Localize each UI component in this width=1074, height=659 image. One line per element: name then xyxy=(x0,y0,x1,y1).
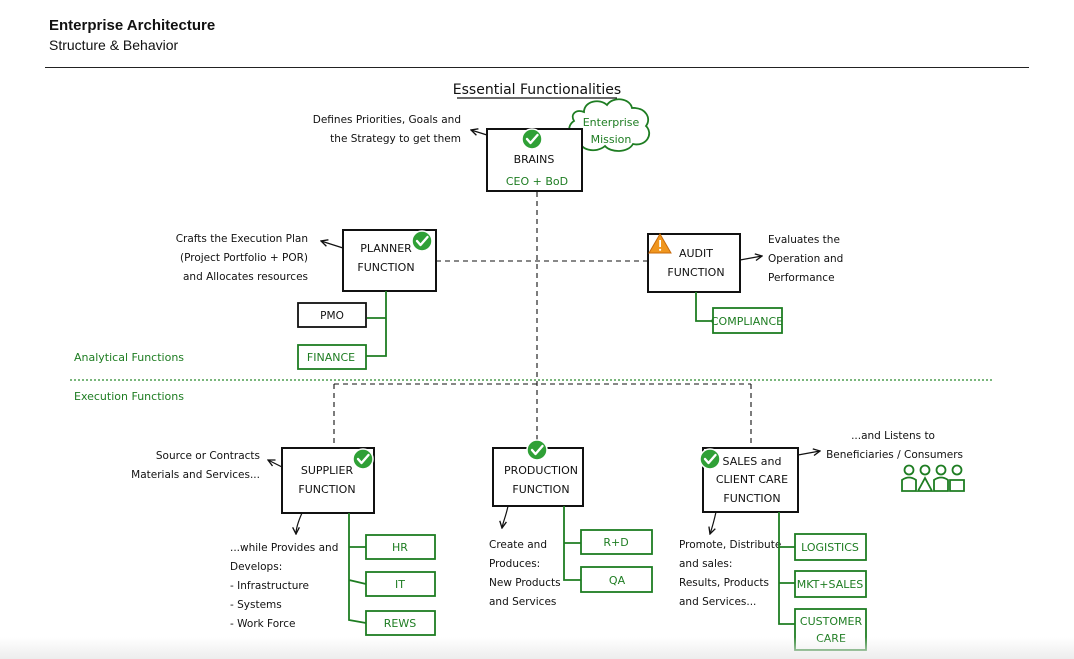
brains-label: BRAINS xyxy=(514,153,555,166)
finance-label: FINANCE xyxy=(307,351,355,364)
supplier-below-line5: - Work Force xyxy=(230,618,295,630)
brains-arrow xyxy=(471,130,488,135)
sales-below-line2: and sales: xyxy=(679,558,732,570)
sales-arrow xyxy=(797,451,820,455)
compliance-box xyxy=(712,307,783,334)
logistics-label: LOGISTICS xyxy=(801,541,859,554)
supplier-line1: SUPPLIER xyxy=(301,464,354,477)
audit-tree xyxy=(695,292,713,322)
dashed-connectors xyxy=(333,192,752,447)
hr-label: HR xyxy=(392,541,408,554)
cloud-line1: Enterprise xyxy=(583,116,640,129)
cloud-line2: Mission xyxy=(591,133,632,146)
bottom-fade xyxy=(0,637,1074,659)
production-below-line2: Produces: xyxy=(489,558,540,570)
sales-down-arrow xyxy=(710,511,717,534)
brains-box: BRAINS CEO + BoD xyxy=(486,127,583,192)
planner-note-line3: and Allocates resources xyxy=(183,271,308,283)
sales-line3: FUNCTION xyxy=(723,492,780,505)
it-box xyxy=(365,571,436,597)
diagram-title: Essential Functionalities xyxy=(453,82,621,98)
supplier-function-box: SUPPLIER FUNCTION xyxy=(281,447,375,514)
pmo-label: PMO xyxy=(320,310,344,322)
analytical-functions-label: Analytical Functions xyxy=(74,351,184,364)
production-tree xyxy=(563,506,581,581)
supplier-below-line4: - Systems xyxy=(230,599,282,611)
supplier-line2: FUNCTION xyxy=(298,483,355,496)
brains-sub: CEO + BoD xyxy=(506,175,568,188)
people-group-icon xyxy=(901,464,965,492)
planner-arrow xyxy=(321,241,344,249)
sales-line2: CLIENT CARE xyxy=(716,473,788,486)
audit-function-box: AUDIT FUNCTION xyxy=(647,233,741,293)
finance-box xyxy=(297,344,367,370)
audit-arrow xyxy=(739,256,762,260)
sales-tree xyxy=(778,512,795,625)
sales-note-line1: ...and Listens to xyxy=(851,430,935,442)
execution-functions-label: Execution Functions xyxy=(74,390,184,403)
sales-below-line3: Results, Products xyxy=(679,577,769,589)
audit-line2: FUNCTION xyxy=(667,266,724,279)
supplier-arrow xyxy=(268,460,283,468)
supplier-tree xyxy=(348,513,367,624)
rews-box xyxy=(365,610,436,636)
rd-box xyxy=(580,529,653,555)
production-below-line3: New Products xyxy=(489,577,561,589)
hr-box xyxy=(365,534,436,560)
audit-note-line2: Operation and xyxy=(768,253,843,265)
brains-note-line1: Defines Priorities, Goals and xyxy=(313,114,461,126)
qa-box xyxy=(580,566,653,593)
planner-line1: PLANNER xyxy=(360,242,412,255)
production-down-arrow xyxy=(502,505,509,528)
enterprise-mission-cloud: Enterprise Mission xyxy=(568,98,651,152)
production-function-box: PRODUCTION FUNCTION xyxy=(492,438,584,507)
production-below-line1: Create and xyxy=(489,539,547,551)
sales-below-line4: and Services... xyxy=(679,596,756,608)
qa-label: QA xyxy=(609,574,626,587)
supplier-below-line2: Develops: xyxy=(230,561,282,573)
customer-care-line1: CUSTOMER xyxy=(800,615,863,628)
planner-function-box: PLANNER FUNCTION xyxy=(342,229,437,292)
supplier-down-arrow xyxy=(296,512,303,534)
check-circle-icon xyxy=(410,229,434,253)
audit-line1: AUDIT xyxy=(679,247,713,260)
production-line2: FUNCTION xyxy=(512,483,569,496)
sales-below-line1: Promote, Distribute xyxy=(679,539,781,551)
planner-note-line2: (Project Portfolio + POR) xyxy=(180,252,308,264)
pmo-box xyxy=(297,302,367,328)
sales-function-box: SALES and CLIENT CARE FUNCTION xyxy=(698,447,799,513)
sales-line1: SALES and xyxy=(723,455,782,468)
supplier-below-line3: - Infrastructure xyxy=(230,580,309,592)
check-circle-icon xyxy=(351,447,375,471)
sales-note-line2: Beneficiaries / Consumers xyxy=(826,449,963,461)
planner-tree xyxy=(366,291,387,357)
check-circle-icon xyxy=(698,447,722,471)
it-label: IT xyxy=(395,578,405,591)
brains-note-line2: the Strategy to get them xyxy=(330,133,461,145)
audit-note-line3: Performance xyxy=(768,272,835,284)
warning-triangle-icon xyxy=(648,233,672,254)
mkt-sales-label: MKT+SALES xyxy=(797,578,864,591)
compliance-label: COMPLIANCE xyxy=(711,315,783,328)
logistics-box xyxy=(794,533,867,561)
mkt-sales-box xyxy=(794,570,867,598)
rd-label: R+D xyxy=(603,536,628,549)
check-circle-icon xyxy=(525,438,549,462)
supplier-note-line1: Source or Contracts xyxy=(156,450,260,462)
page-title: Enterprise Architecture xyxy=(49,17,216,34)
check-circle-icon xyxy=(520,127,544,151)
supplier-below-line1: ...while Provides and xyxy=(230,542,338,554)
planner-line2: FUNCTION xyxy=(357,261,414,274)
page-subtitle: Structure & Behavior xyxy=(49,37,179,53)
rews-label: REWS xyxy=(384,617,416,630)
audit-note-line1: Evaluates the xyxy=(768,234,840,246)
supplier-note-line2: Materials and Services... xyxy=(131,469,260,481)
planner-note-line1: Crafts the Execution Plan xyxy=(176,233,308,245)
header-divider xyxy=(45,67,1029,68)
production-line1: PRODUCTION xyxy=(504,464,578,477)
production-below-line4: and Services xyxy=(489,596,556,608)
